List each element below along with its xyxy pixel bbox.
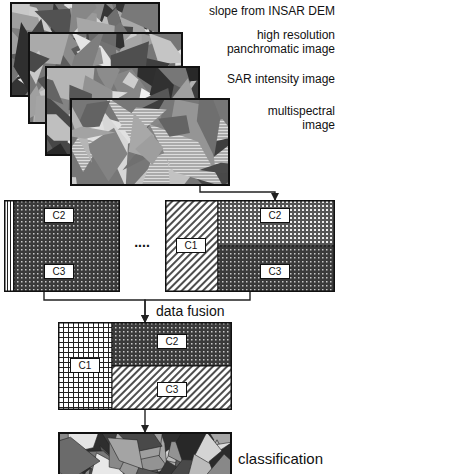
class-tag: C2 [260,208,290,223]
classification-map: classification [58,432,232,474]
segment-region [218,200,335,246]
flow-arrow [144,410,145,432]
segment-border [5,201,120,292]
segmentation-map: C1 C2C3 [165,200,335,292]
image-texture [70,98,230,186]
flow-arrow [200,186,275,200]
image-heading: slope from INSAR DEM [170,4,335,18]
segment-border [59,323,232,410]
image-patch [107,438,143,469]
class-label: C2 [269,210,282,222]
class-tag: C3 [260,264,290,279]
image-texture [58,432,232,474]
class-tag: C1 [70,358,100,373]
image-patch [58,437,100,474]
class-tag: C2 [44,208,74,223]
image-patch [197,98,221,157]
image-patch [45,69,63,105]
image-patch [122,72,138,89]
segment-border [166,201,335,292]
ellipsis-label: .... [122,234,162,251]
segment-region [112,322,232,366]
image-heading: classification [238,450,348,468]
source-image: multispectral image [70,98,230,186]
image-patch [135,134,163,165]
image-border [59,433,231,474]
image-patch [70,126,115,138]
class-tag: C3 [44,264,74,279]
process-label: data fusion [156,303,266,320]
class-label: C2 [53,210,66,222]
image-heading: SAR intensity image [210,72,335,86]
image-patch [158,115,190,137]
segmentation-map: C2C3 [4,200,120,292]
segment-region [165,200,218,292]
image-patch [149,33,183,64]
image-patch [179,66,200,81]
segment-region [112,366,232,410]
class-label: C3 [269,266,282,278]
image-patch [207,454,233,474]
image-border [71,99,229,185]
class-tag: C1 [176,238,206,253]
class-label: C1 [79,360,92,372]
class-label: C2 [166,336,179,348]
class-tag: C3 [157,382,187,397]
class-tag: C2 [157,334,187,349]
image-heading: multispectral image [240,104,335,132]
class-label: C1 [185,240,198,252]
segment-region [218,246,335,292]
class-label: C3 [166,384,179,396]
segment-region [58,322,112,410]
image-patch [199,163,230,174]
flow-arrow [44,292,145,322]
segment-region [14,200,120,292]
image-heading: high resolution panchromatic image [185,28,335,56]
segmentation-map: C1 C2C3 [58,322,232,410]
class-label: C3 [53,266,66,278]
